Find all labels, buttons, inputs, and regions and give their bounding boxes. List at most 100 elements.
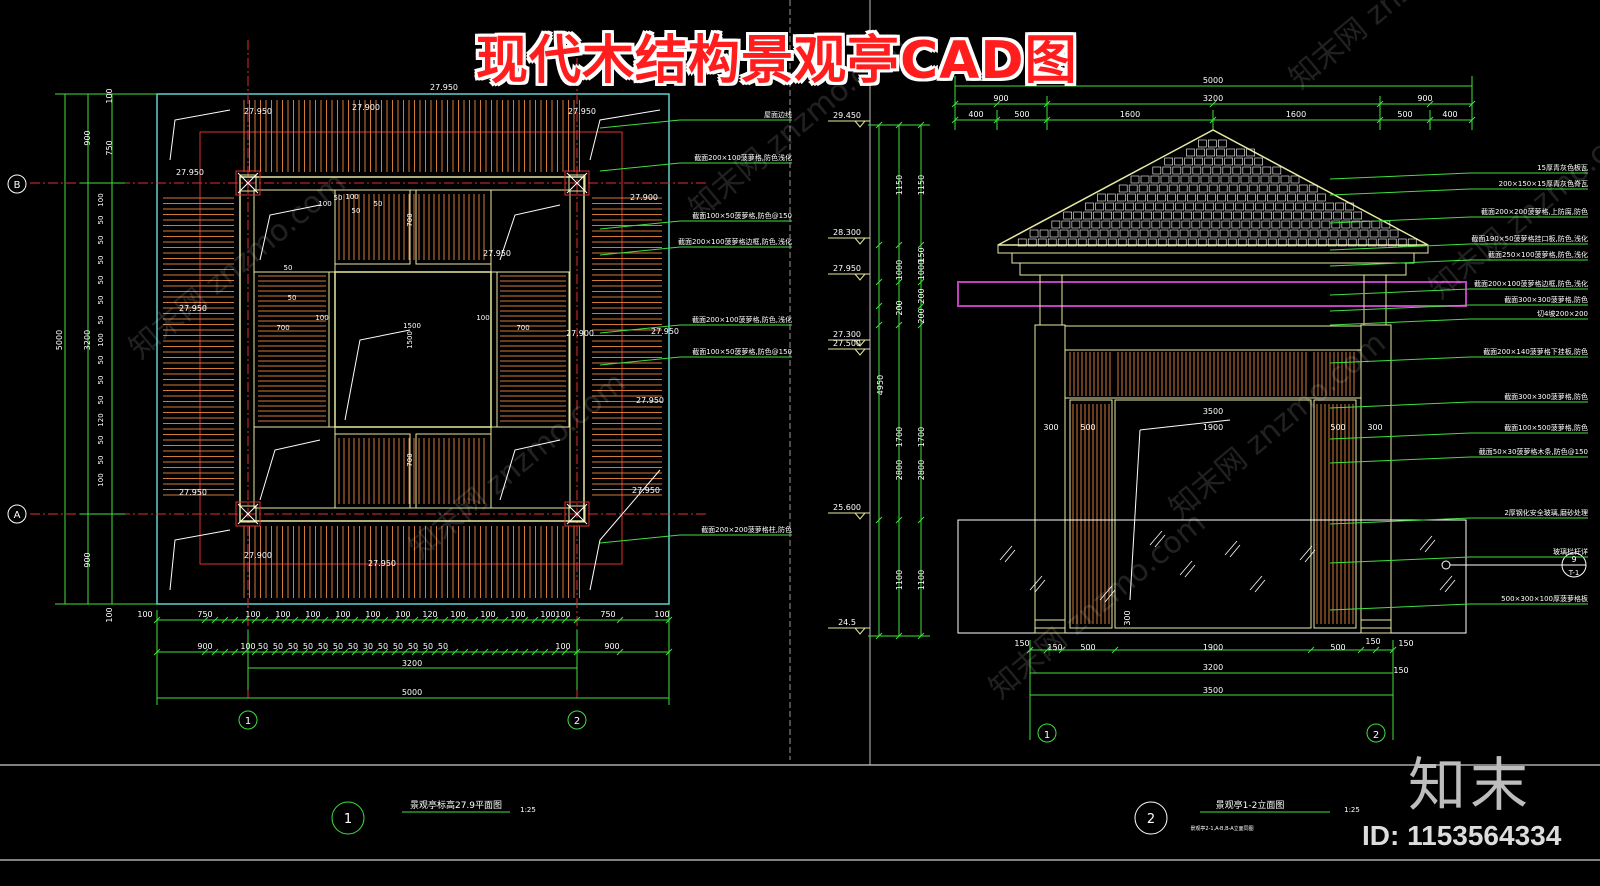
plan-level: 27.900 [244, 551, 272, 560]
plan-dim-left: 3200 [83, 330, 92, 350]
elev-inner-dim: 300 [1043, 423, 1058, 432]
elev-note: 2厚钢化安全玻璃,磨砂处理 [1504, 508, 1588, 517]
plan-dim-bottom-2: 50 [333, 642, 343, 651]
plan-dim-bottom-1: 100 [275, 610, 290, 619]
elev-level: 27.950 [833, 264, 861, 273]
elev-note: 500×300×100厚菠萝格板 [1501, 594, 1588, 603]
plan-dim-bottom-1: 100 [245, 610, 260, 619]
elev-level: 27.500 [833, 339, 861, 348]
plan-dim-bottom-2: 100 [240, 642, 255, 651]
plan-dim-bottom-1: 120 [422, 610, 437, 619]
plan-dim-left-small: 50 [97, 216, 105, 225]
elev-dim-top: 3200 [1203, 94, 1223, 103]
elev-scale: 1:25 [1344, 806, 1360, 814]
plan-inner-dim: 100 [318, 200, 331, 208]
elev-inner-dim: 500 [1330, 423, 1345, 432]
elev-dim-left: 1150 [895, 175, 904, 195]
plan-dim-bottom-1: 750 [197, 610, 212, 619]
elev-subtitle: 景观亭2-1,A-B,B-A立面同图 [1190, 825, 1253, 832]
plan-level: 27.950 [430, 83, 458, 92]
plan-grid-col-label: 1 [245, 716, 251, 727]
plan-dim-bottom-2: 50 [408, 642, 418, 651]
plan-dim-left-small: 50 [97, 356, 105, 365]
plan-dim-bottom-2: 50 [273, 642, 283, 651]
elev-dim-left: 2800 [917, 460, 926, 480]
plan-inner-dim: 100 [315, 314, 328, 322]
plan-dim-bottom-2: 50 [423, 642, 433, 651]
elev-dim-left: 1700 [895, 427, 904, 447]
elev-dim-left: 2800 [895, 460, 904, 480]
banner-title: 现代木结构景观亭CAD图 [476, 31, 1078, 91]
elev-inner-dim: 300 [1367, 423, 1382, 432]
plan-level: 27.950 [244, 107, 272, 116]
plan-dim-bottom-2: 50 [318, 642, 328, 651]
elev-callout-top: 9 [1571, 555, 1576, 564]
elev-note: 截面50×30菠萝格木条,防色@150 [1479, 447, 1588, 456]
plan-note: 截面100×50菠萝格,防色@150 [692, 347, 792, 356]
watermark-id: ID: 1153564334 [1362, 820, 1562, 851]
plan-dim-bottom-2: 50 [378, 642, 388, 651]
elev-dim-top: 900 [1417, 94, 1432, 103]
elev-dim-top: 400 [1442, 110, 1457, 119]
elev-level: 29.450 [833, 111, 861, 120]
elev-note: 截面300×300菠萝格,防色 [1504, 295, 1588, 304]
elev-inner-dim: 1900 [1203, 423, 1223, 432]
plan-dim-bottom-2: 50 [438, 642, 448, 651]
plan-inner-dim: 50 [352, 207, 361, 215]
plan-level: 27.900 [352, 103, 380, 112]
watermark-logo: 知末 [1408, 751, 1533, 819]
elev-note: 截面200×100菠萝格边框,防色,浅化 [1474, 279, 1588, 288]
plan-grid-row-label: B [14, 180, 21, 191]
plan-dim-bottom-2: 50 [393, 642, 403, 651]
plan-dim-left-small: 50 [97, 256, 105, 265]
plan-level: 27.950 [176, 168, 204, 177]
plan-dim-bottom-1: 100 [480, 610, 495, 619]
elev-dim-bottom: 3500 [1203, 686, 1223, 695]
plan-note: 屋面边线 [764, 110, 792, 119]
plan-dim-bottom-1: 100 [450, 610, 465, 619]
elev-dim-bottom: 500 [1080, 643, 1095, 652]
plan-dim-left: 750 [105, 140, 114, 155]
plan-dim-bottom-1: 750 [600, 610, 615, 619]
watermark-text: 知末网 znzmo.com [983, 505, 1213, 706]
plan-level: 27.900 [630, 193, 658, 202]
elev-dim-top: 1600 [1120, 110, 1140, 119]
plan-dim-bottom-1: 100 [540, 610, 555, 619]
plan-dim-bottom-1: 100 [365, 610, 380, 619]
plan-dim-bottom-1: 100 [510, 610, 525, 619]
plan-title: 景观亭标高27.9平面图 [410, 799, 502, 811]
plan-level: 27.950 [179, 304, 207, 313]
plan-dim-left-small: 50 [97, 396, 105, 405]
elev-note: 200×150×15厚青灰色脊瓦 [1499, 179, 1588, 188]
elev-level: 24.5 [838, 618, 856, 627]
elev-dim-top: 5000 [1203, 76, 1223, 85]
plan-dim-bottom-1: 100 [555, 610, 570, 619]
plan-dim-bottom-2: 100 [555, 642, 570, 651]
plan-dim-left-small: 50 [97, 316, 105, 325]
elev-note: 截面200×200菠萝格,上防腐,防色 [1481, 207, 1588, 216]
elev-dim-bottom: 3200 [1203, 663, 1223, 672]
plan-dim-bottom-2: 900 [604, 642, 619, 651]
plan-note: 截面200×100菠萝格,防色浅化 [694, 153, 792, 162]
elev-note: 截面190×50菠萝格挂口板,防色,浅化 [1471, 234, 1588, 243]
plan-inner-dim: 50 [334, 194, 343, 202]
plan-title-number: 1 [344, 812, 352, 827]
plan-dim-left-small: 50 [97, 296, 105, 305]
elev-dim-total: 4950 [876, 375, 885, 395]
plan-dim-bottom-2: 50 [348, 642, 358, 651]
plan-dim-left-small: 50 [97, 276, 105, 285]
plan-level: 27.950 [483, 249, 511, 258]
elev-dim-bottom: 500 [1330, 643, 1345, 652]
plan-dim-left-small: 50 [97, 436, 105, 445]
plan-dim-bottom-1: 100 [137, 610, 152, 619]
plan-inner-dim: 700 [406, 453, 414, 466]
plan-inner-dim: 50 [374, 200, 383, 208]
plan-dim-left-small: 120 [97, 413, 105, 426]
elev-dim-bottom: 150 [1047, 643, 1062, 652]
plan-inner-dim: 50 [284, 264, 293, 272]
plan-inner-dim: 1500 [403, 322, 421, 330]
elev-grid-col-label: 2 [1373, 730, 1379, 741]
elev-inner-dim: 500 [1080, 423, 1095, 432]
elev-dim-left: 1150 [917, 175, 926, 195]
